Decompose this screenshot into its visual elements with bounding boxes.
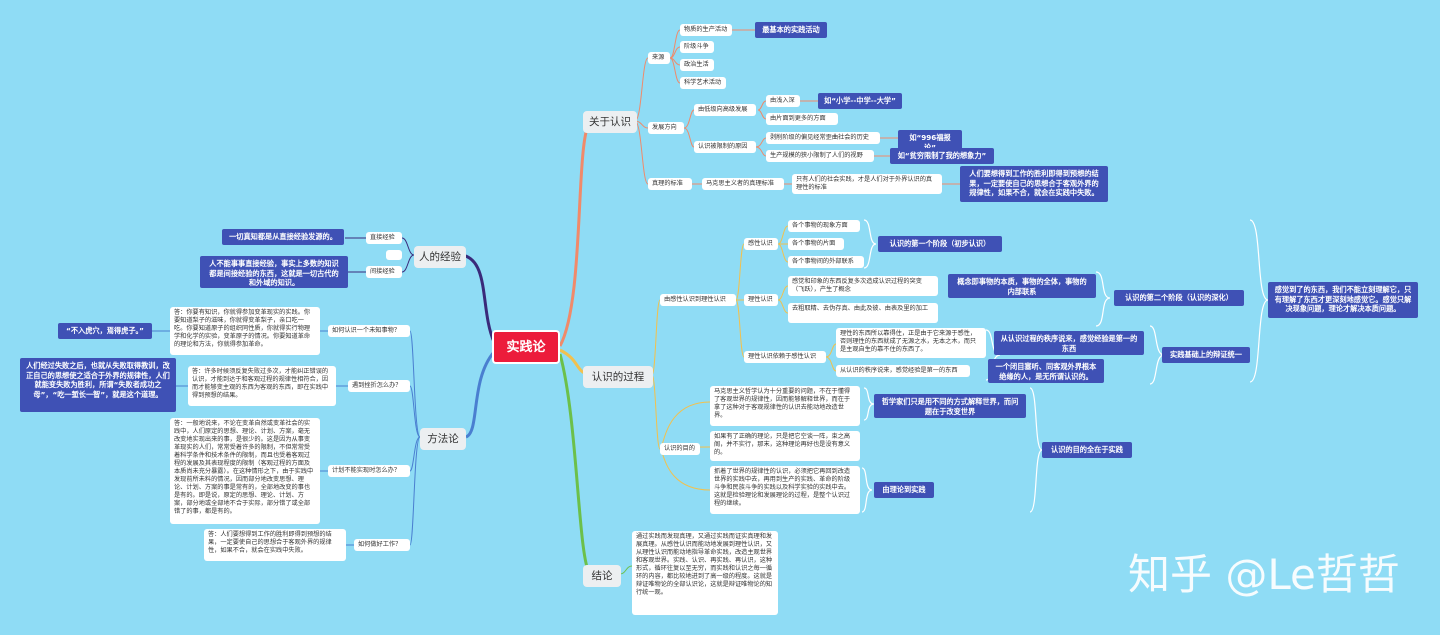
node-small-scale-production[interactable]: 生产规模的狭小限制了人们的视野 bbox=[766, 150, 874, 162]
node-one-to-more[interactable]: 由片面到更多的方面 bbox=[766, 113, 838, 125]
node-depends-item-2[interactable]: 从认识的秩序说来，感觉经验是第一的东西 bbox=[836, 365, 970, 377]
highlight-failure-lesson[interactable]: 人们经过失败之后，也就从失败取得教训，改正自己的思想使之适合于外界的规律性，人们… bbox=[20, 358, 176, 412]
node-source-item-3[interactable]: 政治生活 bbox=[680, 59, 714, 71]
highlight-concept-essence[interactable]: 概念即事物的本质，事物的全体，事物的内部联系 bbox=[948, 274, 1096, 298]
node-blank bbox=[386, 250, 402, 260]
highlight-basic-practice[interactable]: 最基本的实践活动 bbox=[755, 22, 827, 38]
node-shallow-to-deep[interactable]: 由浅入深 bbox=[766, 95, 800, 107]
node-cognition-purpose[interactable]: 认识的目的 bbox=[660, 443, 700, 455]
node-answer-setback[interactable]: 答：许多时候须反复失败过多次，才能纠正错误的认识，才能到达于和客观过程的规律性相… bbox=[188, 366, 336, 406]
node-rational-item-1[interactable]: 感觉和印象的东西反复多次造成认识过程的突变（飞跃），产生了概念 bbox=[788, 276, 938, 296]
highlight-sensory-first[interactable]: 从认识过程的秩序说来，感觉经验是第一的东西 bbox=[994, 331, 1144, 355]
node-limited-reason[interactable]: 认识被限制的原因 bbox=[694, 141, 756, 153]
node-question-plan-fails[interactable]: 计划不能实现时怎么办？ bbox=[328, 465, 410, 477]
node-truth-standard[interactable]: 真理的标准 bbox=[648, 178, 692, 190]
highlight-first-stage[interactable]: 认识的第一个阶段（初步认识） bbox=[878, 236, 1002, 252]
node-low-to-high[interactable]: 由低级向高级发展 bbox=[694, 104, 756, 116]
node-perceptual-item-2[interactable]: 各个事物的片面 bbox=[788, 238, 844, 250]
node-answer-good-work[interactable]: 答：人们要想得到工作的胜利即得到预想的结果，一定要使自己的思想合于客观外界的规律… bbox=[204, 529, 346, 561]
node-source-item-1[interactable]: 物质的生产活动 bbox=[680, 24, 732, 36]
node-answer-unknown[interactable]: 答：你要有知识，你就得参加变革现实的实践。你要知道梨子的滋味，你就得变革梨子，亲… bbox=[170, 307, 320, 355]
node-exploiting-class-bias[interactable]: 剥削阶级的偏见经常歪曲社会的历史 bbox=[766, 132, 880, 144]
highlight-truth-conclusion[interactable]: 人们要想得到工作的胜利即得到预想的结果，一定要使自己的思想合于客观外界的规律性，… bbox=[960, 166, 1108, 202]
highlight-true-knowledge-source[interactable]: 一切真知都是从直接经验发源的。 bbox=[222, 229, 344, 245]
highlight-change-world[interactable]: 哲学家们只是用不同的方式解释世界，而问题在于改变世界 bbox=[874, 394, 1026, 418]
node-marxist-truth-standard[interactable]: 马克思主义者的真理标准 bbox=[702, 178, 784, 190]
highlight-sense-and-understand[interactable]: 感觉到了的东西，我们不能立刻理解它，只有理解了东西才更深刻地感觉它。感觉只解决现… bbox=[1268, 282, 1418, 318]
node-perceptual-item-3[interactable]: 各个事物间的外部联系 bbox=[788, 256, 864, 268]
highlight-theory-to-practice[interactable]: 由理论到实践 bbox=[874, 482, 934, 498]
node-conclusion-text[interactable]: 通过实践而发现真理，又通过实践而证实真理和发展真理。从感性认识而能动地发展到理性… bbox=[632, 531, 778, 615]
highlight-tiger-cave[interactable]: “不入虎穴，焉得虎子。” bbox=[58, 323, 152, 339]
node-question-setback[interactable]: 遇到挫折怎么办？ bbox=[348, 380, 410, 392]
node-rational-cognition[interactable]: 理性认识 bbox=[744, 294, 778, 306]
branch-human-experience[interactable]: 人的经验 bbox=[414, 246, 466, 268]
node-indirect-experience[interactable]: 间接经验 bbox=[366, 266, 402, 278]
node-perceptual-cognition[interactable]: 感性认识 bbox=[744, 238, 778, 250]
highlight-closed-eyes[interactable]: 一个闭目塞听、同客观外界根本绝缘的人，是无所谓认识的。 bbox=[988, 359, 1104, 383]
node-rational-depends-perceptual[interactable]: 理性认识依赖于感性认识 bbox=[744, 351, 826, 363]
node-perceptual-item-1[interactable]: 各个事物的现象方面 bbox=[788, 220, 860, 232]
highlight-poverty-example[interactable]: 如“贫穷限制了我的想象力” bbox=[890, 148, 994, 164]
node-question-unknown[interactable]: 如何认识一个未知事物？ bbox=[328, 325, 410, 337]
root-topic[interactable]: 实践论 bbox=[492, 330, 560, 364]
node-purpose-item-1[interactable]: 马克思主义哲学认为十分重要的问题，不在于懂得了客观世界的规律性，因而能够解释世界… bbox=[710, 386, 860, 426]
node-only-social-practice[interactable]: 只有人们的社会实践，才是人们对于外界认识的真理性的标准 bbox=[792, 174, 942, 194]
node-perceptual-to-rational[interactable]: 由感性认识到理性认识 bbox=[660, 294, 736, 306]
branch-cognition-process[interactable]: 认识的过程 bbox=[583, 366, 653, 388]
node-source-item-2[interactable]: 阶级斗争 bbox=[680, 41, 714, 53]
node-source[interactable]: 来源 bbox=[648, 52, 670, 64]
branch-conclusion[interactable]: 结论 bbox=[583, 565, 621, 587]
highlight-purpose-is-practice[interactable]: 认识的目的全在于实践 bbox=[1042, 442, 1132, 458]
node-question-good-work[interactable]: 如何做好工作？ bbox=[354, 539, 410, 551]
highlight-school-example[interactable]: 如“小学--中学--大学” bbox=[818, 93, 902, 109]
node-direction[interactable]: 发展方向 bbox=[648, 122, 684, 134]
node-direct-experience[interactable]: 直接经验 bbox=[366, 232, 402, 244]
branch-about-cognition[interactable]: 关于认识 bbox=[583, 111, 637, 133]
node-depends-item-1[interactable]: 理性的东西所以靠得住，正是由于它来源于感性，否则理性的东西就成了无源之水，无本之… bbox=[836, 328, 986, 358]
node-answer-plan-fails[interactable]: 答：一般地说来，不论在变革自然或变革社会的实践中，人们原定的思想、理论、计划、方… bbox=[170, 418, 320, 524]
zhihu-watermark: 知乎 @Le哲哲 bbox=[1128, 550, 1400, 599]
highlight-indirect-knowledge[interactable]: 人不能事事直接经验，事实上多数的知识都是间接经验的东西，这就是一切古代的和外域的… bbox=[200, 256, 348, 288]
node-purpose-item-3[interactable]: 抓着了世界的规律性的认识，必须把它再回到改造世界的实践中去，再用到生产的实践、革… bbox=[710, 466, 860, 514]
highlight-dialectical-unity[interactable]: 实践基础上的辩证统一 bbox=[1162, 347, 1250, 363]
node-rational-item-2[interactable]: 去粗取精、去伪存真、由此及彼、由表及里的加工 bbox=[788, 303, 938, 323]
branch-methodology[interactable]: 方法论 bbox=[420, 428, 466, 450]
node-purpose-item-2[interactable]: 如果有了正确的理论，只是把它空谈一阵，束之高阁，并不实行，那末，这种理论再好也是… bbox=[710, 431, 860, 461]
highlight-second-stage[interactable]: 认识的第二个阶段（认识的深化） bbox=[1114, 290, 1244, 306]
node-source-item-4[interactable]: 科学艺术活动 bbox=[680, 77, 726, 89]
